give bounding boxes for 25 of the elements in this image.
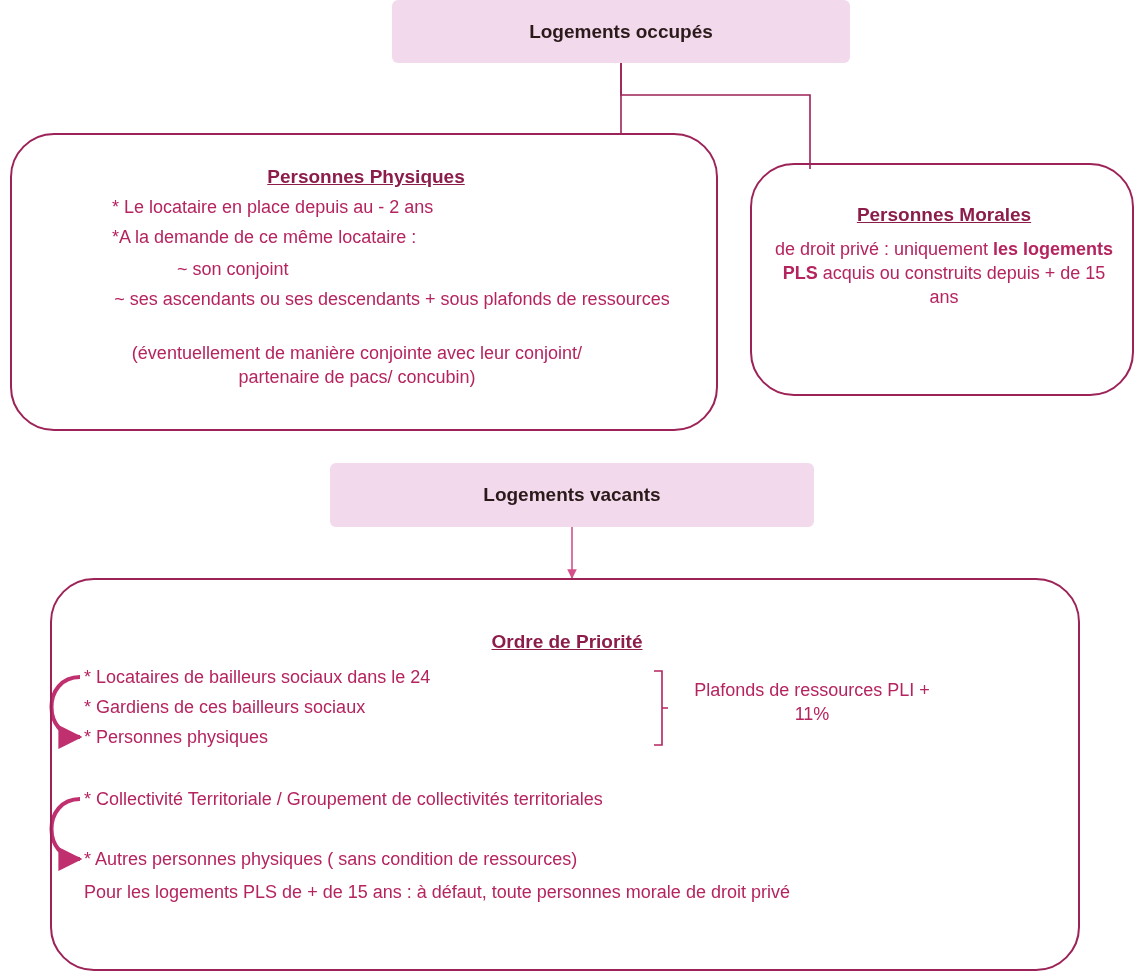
connector-line	[620, 62, 811, 170]
category-box: Logements vacants	[330, 463, 814, 527]
list-item: * Locataires de bailleurs sociaux dans le 24	[84, 665, 431, 689]
bullet-text: ~ ses ascendants ou ses descendants + sous plafonds de ressources	[113, 288, 671, 311]
box-heading: Ordre de Priorité	[490, 630, 644, 654]
list-item: * Autres personnes physiques ( sans condition de ressources)	[84, 847, 578, 871]
group-box	[750, 163, 1134, 396]
bullet-text: *A la demande de ce même locataire :	[112, 226, 418, 249]
box-heading: Personnes Morales	[855, 203, 1033, 227]
category-box: Logements occupés	[392, 0, 850, 63]
arrow	[567, 526, 577, 579]
curved-arrow	[49, 675, 83, 746]
list-item: * Gardiens de ces bailleurs sociaux	[84, 695, 366, 719]
note-text: (éventuellement de manière conjointe avec leur conjoint/ partenaire de pacs/ concubin)	[130, 342, 584, 389]
box-heading: Personnes Physiques	[266, 165, 466, 189]
description-text: de droit privé : uniquement les logements PLS acquis ou construits depuis + de 15 ans	[773, 238, 1115, 309]
curved-arrow	[49, 797, 83, 868]
footnote-text: Pour les logements PLS de + de 15 ans : à défaut, toute personnes morale de droit privé	[84, 881, 791, 904]
priority-box	[50, 578, 1080, 971]
bullet-text: * Le locataire en place depuis au - 2 ans	[112, 196, 435, 219]
group-box	[10, 133, 718, 431]
note-text: Plafonds de ressources PLI + 11%	[692, 678, 932, 726]
list-item: * Collectivité Territoriale / Groupement de collectivités territoriales	[84, 787, 603, 811]
bullet-text: ~ son conjoint	[177, 258, 290, 281]
list-item: * Personnes physiques	[84, 725, 269, 749]
